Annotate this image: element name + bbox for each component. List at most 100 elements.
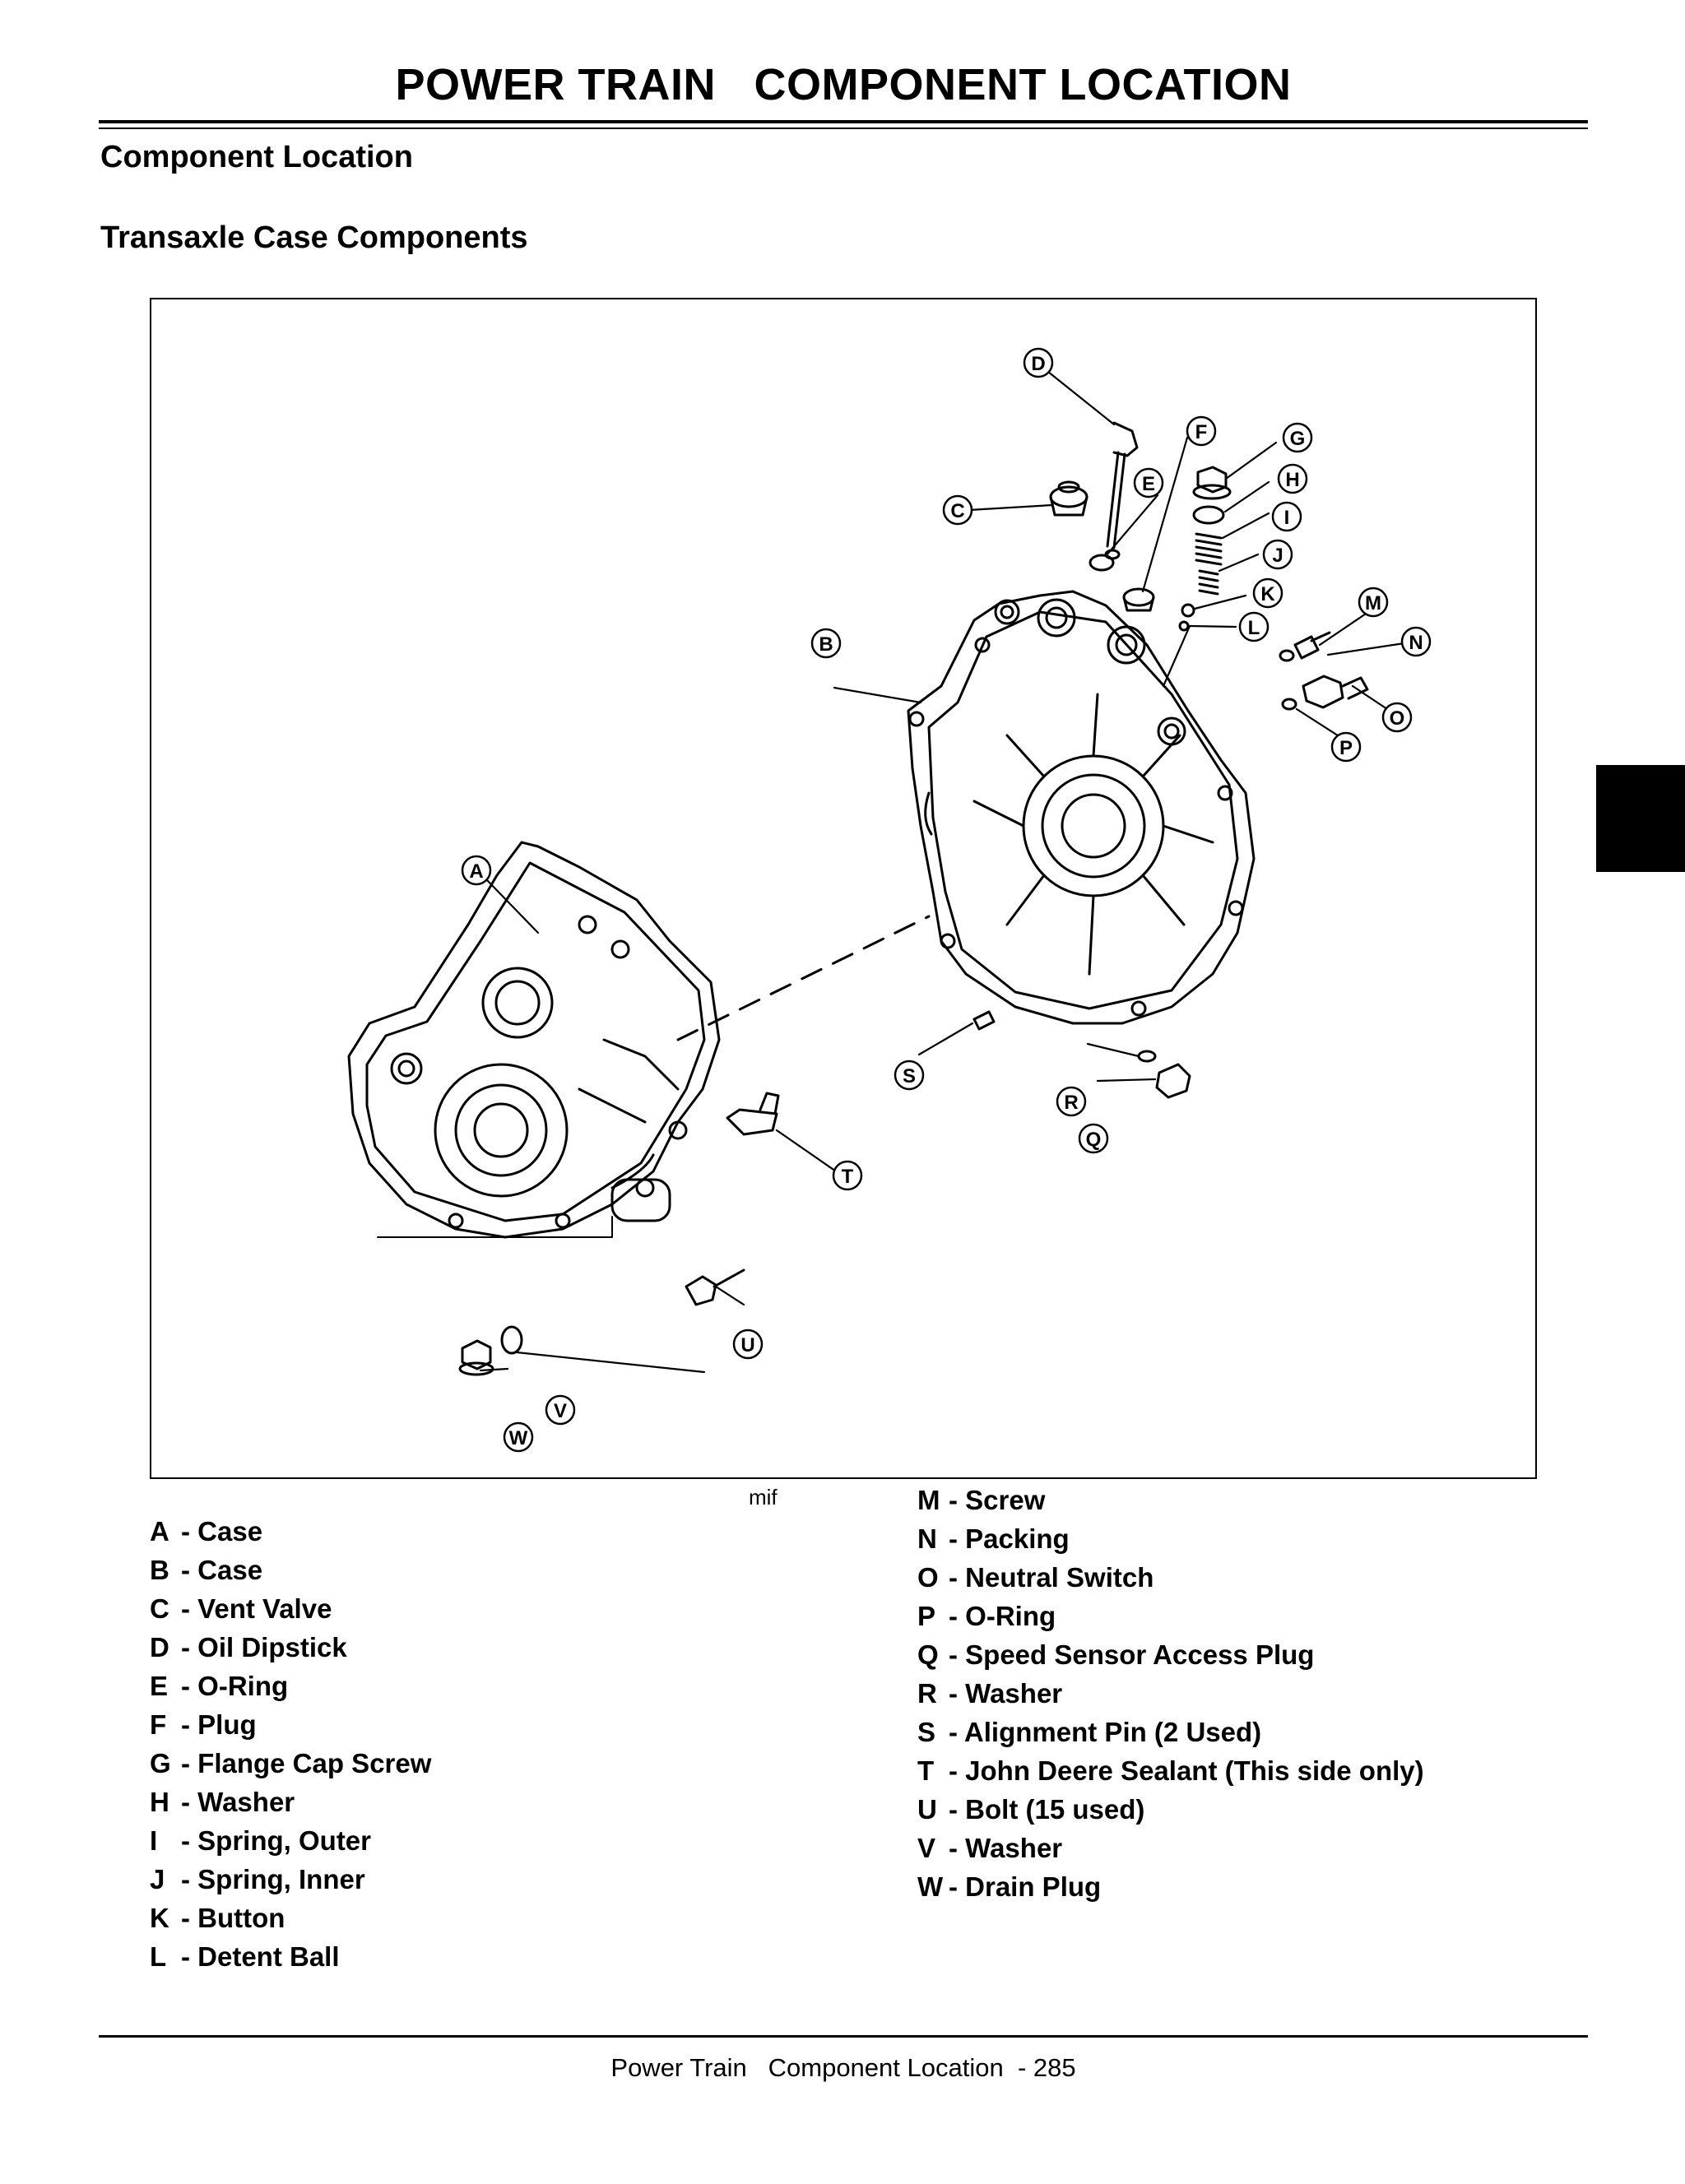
legend-item-w: W- Drain Plug bbox=[917, 1871, 1102, 1902]
callout-n: N bbox=[1400, 626, 1432, 657]
svg-text:E: E bbox=[1142, 473, 1155, 495]
header-rule-thin bbox=[99, 128, 1588, 129]
vent-valve-drawing bbox=[1049, 480, 1089, 517]
callout-c: C bbox=[942, 494, 973, 526]
callout-labels: A B C D E F G H I J K L M N O P Q R S T … bbox=[461, 347, 1432, 1453]
svg-text:J: J bbox=[1272, 545, 1283, 567]
callout-a: A bbox=[461, 855, 492, 886]
plug-f-drawing bbox=[1122, 587, 1155, 612]
svg-text:I: I bbox=[1284, 507, 1290, 529]
header-rule-thick bbox=[99, 120, 1588, 123]
legend-item-n: N- Packing bbox=[917, 1523, 1070, 1554]
figure-code: mif bbox=[749, 1485, 778, 1509]
page-header-title: POWER TRAIN COMPONENT LOCATION bbox=[395, 60, 1292, 109]
callout-u: U bbox=[732, 1328, 764, 1360]
case-b-drawing bbox=[907, 590, 1256, 1025]
svg-text:U: U bbox=[740, 1334, 754, 1356]
callout-m: M bbox=[1358, 587, 1389, 618]
sealant-nozzle-drawing bbox=[726, 1092, 780, 1136]
callout-e: E bbox=[1133, 467, 1164, 498]
legend-right-column: M- Screw N- Packing O- Neutral Switch P-… bbox=[917, 1481, 1424, 1906]
svg-text:T: T bbox=[842, 1166, 854, 1188]
bolt-u-drawing bbox=[685, 1268, 745, 1306]
svg-text:B: B bbox=[819, 633, 833, 656]
subsection-title: Transaxle Case Components bbox=[100, 220, 528, 255]
callout-d: D bbox=[1023, 347, 1054, 378]
callout-r: R bbox=[1056, 1086, 1087, 1117]
spring-inner-drawing bbox=[1198, 569, 1219, 596]
o-ring-e-drawing bbox=[1089, 554, 1115, 572]
packing-n-drawing bbox=[1279, 649, 1295, 662]
legend-item-h: H- Washer bbox=[150, 1787, 295, 1817]
svg-text:V: V bbox=[554, 1400, 567, 1422]
svg-text:P: P bbox=[1339, 737, 1353, 759]
legend-item-k: K- Button bbox=[150, 1903, 285, 1933]
legend-item-q: Q- Speed Sensor Access Plug bbox=[917, 1639, 1315, 1670]
spring-outer-drawing bbox=[1195, 532, 1223, 566]
transaxle-exploded-diagram: A B C D E F G H I J K L M N O P Q R S T … bbox=[347, 347, 1432, 1453]
legend-item-r: R- Washer bbox=[917, 1678, 1063, 1709]
screw-m-drawing bbox=[1293, 631, 1331, 660]
footer-rule bbox=[99, 2035, 1588, 2038]
alignment-pin-drawing bbox=[972, 1010, 996, 1031]
svg-text:A: A bbox=[469, 860, 483, 883]
legend-item-l: L- Detent Ball bbox=[150, 1941, 340, 1972]
case-a-drawing bbox=[347, 841, 721, 1239]
legend-item-f: F- Plug bbox=[150, 1709, 257, 1740]
callout-k: K bbox=[1252, 577, 1283, 609]
legend-item-t: T- John Deere Sealant (This side only) bbox=[917, 1755, 1424, 1786]
legend-left-column: A- Case B- Case C- Vent Valve D- Oil Dip… bbox=[150, 1512, 431, 1976]
legend-item-e: E- O-Ring bbox=[150, 1671, 289, 1701]
legend-item-m: M- Screw bbox=[917, 1485, 1046, 1515]
legend-item-u: U- Bolt (15 used) bbox=[917, 1794, 1145, 1825]
callout-f: F bbox=[1186, 415, 1217, 447]
callout-b: B bbox=[810, 628, 842, 659]
legend-item-j: J- Spring, Inner bbox=[150, 1864, 365, 1894]
callout-l: L bbox=[1238, 611, 1270, 642]
legend-item-s: S- Alignment Pin (2 Used) bbox=[917, 1717, 1262, 1747]
exploded-view-figure: A B C D E F G H I J K L M N O P Q R S T … bbox=[150, 298, 1537, 1479]
legend-item-o: O- Neutral Switch bbox=[917, 1562, 1154, 1593]
callout-q: Q bbox=[1078, 1123, 1109, 1154]
callout-h: H bbox=[1277, 463, 1308, 494]
svg-text:F: F bbox=[1195, 421, 1208, 443]
button-k-drawing bbox=[1181, 603, 1195, 618]
washer-h-drawing bbox=[1192, 505, 1225, 525]
page-footer: Power Train Component Location - 285 bbox=[610, 2053, 1076, 2082]
flange-cap-screw-drawing bbox=[1192, 466, 1232, 500]
callout-p: P bbox=[1330, 731, 1362, 763]
legend-item-g: G- Flange Cap Screw bbox=[150, 1748, 432, 1778]
legend-item-d: D- Oil Dipstick bbox=[150, 1632, 347, 1662]
callout-j: J bbox=[1262, 539, 1293, 570]
svg-text:G: G bbox=[1290, 428, 1306, 450]
svg-text:L: L bbox=[1248, 617, 1260, 639]
svg-text:D: D bbox=[1031, 353, 1045, 375]
washer-v-drawing bbox=[500, 1325, 523, 1355]
legend-item-c: C- Vent Valve bbox=[150, 1593, 332, 1624]
callout-v: V bbox=[545, 1394, 576, 1426]
svg-text:R: R bbox=[1064, 1092, 1078, 1114]
callout-g: G bbox=[1282, 422, 1313, 453]
callout-i: I bbox=[1271, 501, 1302, 532]
callout-t: T bbox=[832, 1160, 863, 1191]
leader-lines bbox=[479, 364, 1417, 1374]
speed-sensor-plug-drawing bbox=[1137, 1050, 1191, 1099]
legend-item-b: B- Case bbox=[150, 1555, 263, 1585]
svg-text:Q: Q bbox=[1086, 1129, 1102, 1151]
neutral-switch-drawing bbox=[1302, 675, 1369, 709]
callout-w: W bbox=[503, 1421, 534, 1453]
detent-ball-drawing bbox=[1178, 620, 1190, 632]
svg-text:C: C bbox=[950, 500, 964, 522]
svg-text:N: N bbox=[1409, 632, 1423, 654]
svg-text:K: K bbox=[1260, 583, 1275, 605]
legend-item-i: I- Spring, Outer bbox=[150, 1825, 371, 1856]
svg-text:H: H bbox=[1285, 469, 1299, 491]
o-ring-p-drawing bbox=[1281, 698, 1297, 711]
legend-item-p: P- O-Ring bbox=[917, 1601, 1056, 1631]
svg-text:O: O bbox=[1390, 707, 1405, 730]
legend-item-a: A- Case bbox=[150, 1516, 263, 1546]
svg-text:M: M bbox=[1365, 592, 1381, 614]
svg-text:S: S bbox=[903, 1065, 916, 1087]
svg-text:W: W bbox=[509, 1427, 528, 1449]
legend-item-v: V- Washer bbox=[917, 1833, 1063, 1863]
